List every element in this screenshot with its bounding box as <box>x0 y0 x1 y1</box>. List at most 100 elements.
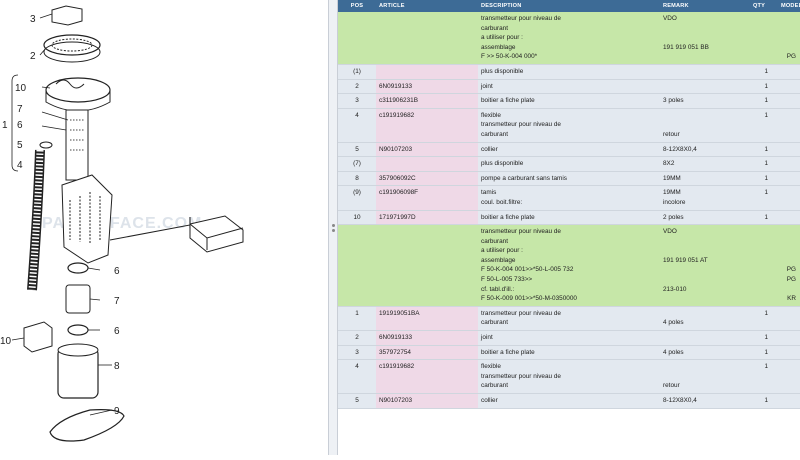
callout-3: 3 <box>30 14 36 25</box>
cell-description: joint <box>478 330 660 346</box>
header-qty[interactable]: QTY <box>750 0 778 12</box>
callout-6-lower: 6 <box>114 326 120 337</box>
part-5-clamp[interactable] <box>39 141 53 149</box>
cell-model <box>778 210 800 226</box>
cell-article[interactable]: 357972754 <box>376 345 478 361</box>
cell-model <box>778 359 800 394</box>
table-group-row[interactable]: transmetteur pour niveau de carburant a … <box>338 224 800 307</box>
cell-pos: 1 <box>338 306 376 332</box>
part-3-plug[interactable] <box>51 5 83 26</box>
cell-article[interactable]: c311906231B <box>376 93 478 109</box>
cell-model <box>778 306 800 332</box>
callout-10: 10 <box>15 83 27 94</box>
cell-qty: 1 <box>750 93 778 109</box>
cell-article[interactable]: 357906092C <box>376 171 478 187</box>
cell-remark: 8-12X8X0,4 <box>660 393 750 409</box>
cell-pos: 5 <box>338 393 376 409</box>
cell-pos: 8 <box>338 171 376 187</box>
cell-model <box>778 185 800 211</box>
cell-remark: 8-12X8X0,4 <box>660 142 750 158</box>
cell-description: flexible transmetteur pour niveau de car… <box>478 359 660 394</box>
cell-article <box>376 12 478 65</box>
cell-description: flexible transmetteur pour niveau de car… <box>478 108 660 143</box>
exploded-view-drawing: PARTS4FACE.COM <box>0 5 244 442</box>
cell-remark: VDO 191 919 051 BB <box>660 12 750 65</box>
cell-description: boitier a fiche plate <box>478 210 660 226</box>
part-10-connector[interactable] <box>23 321 53 353</box>
cell-description: transmetteur pour niveau de carburant a … <box>478 224 660 307</box>
cell-description: collier <box>478 393 660 409</box>
header-article[interactable]: ARTICLE <box>376 0 478 12</box>
cell-pos: 4 <box>338 359 376 394</box>
cell-pos: 3 <box>338 345 376 361</box>
part-7-pump-connector[interactable] <box>65 284 91 314</box>
cell-article[interactable]: 191919051BA <box>376 306 478 332</box>
part-10-flange[interactable] <box>45 77 111 103</box>
cell-remark: VDO 191 919 051 AT 213-010 <box>660 224 750 307</box>
cell-pos: 3 <box>338 93 376 109</box>
cell-article[interactable]: 171971997D <box>376 210 478 226</box>
cell-remark: 19MM incolore <box>660 185 750 211</box>
part-2-gasket[interactable] <box>43 34 101 56</box>
cell-model <box>778 93 800 109</box>
cell-description: collier <box>478 142 660 158</box>
callout-8: 8 <box>114 361 120 372</box>
cell-article[interactable]: c191919682 <box>376 359 478 394</box>
cell-qty: 1 <box>750 108 778 143</box>
cell-remark: 2 poles <box>660 210 750 226</box>
callout-10-lower: 10 <box>0 336 12 347</box>
cell-remark <box>660 64 750 80</box>
cell-article[interactable]: c191919682 <box>376 108 478 143</box>
header-pos[interactable]: POS <box>338 0 376 12</box>
callout-5: 5 <box>17 140 23 151</box>
header-remark[interactable]: REMARK <box>660 0 750 12</box>
cell-model: PG PG KR <box>778 224 800 307</box>
cell-model <box>778 79 800 95</box>
pane-splitter[interactable] <box>328 0 338 455</box>
cell-article[interactable]: 6N0919133 <box>376 330 478 346</box>
header-description[interactable]: DESCRIPTION <box>478 0 660 12</box>
cell-description: transmetteur pour niveau de carburant <box>478 306 660 332</box>
cell-qty: 1 <box>750 156 778 172</box>
cell-article[interactable]: c191906098F <box>376 185 478 211</box>
cell-model: PG <box>778 12 800 65</box>
cell-qty: 1 <box>750 142 778 158</box>
part-6-ring-upper[interactable] <box>67 262 89 274</box>
header-model[interactable]: MODEL <box>778 0 800 12</box>
part-6-ring-lower[interactable] <box>67 324 89 336</box>
cell-description: transmetteur pour niveau de carburant a … <box>478 12 660 65</box>
cell-qty: 1 <box>750 185 778 211</box>
cell-remark: 4 poles <box>660 345 750 361</box>
cell-pos: 10 <box>338 210 376 226</box>
cell-model <box>778 393 800 409</box>
cell-qty: 1 <box>750 171 778 187</box>
parts-table-pane: POS ARTICLE DESCRIPTION REMARK QTY MODEL… <box>338 0 800 455</box>
cell-model <box>778 330 800 346</box>
cell-remark: 19MM <box>660 171 750 187</box>
cell-qty: 1 <box>750 359 778 394</box>
cell-description: tamis coul. boit.filtre: <box>478 185 660 211</box>
cell-pos: (1) <box>338 64 376 80</box>
callout-4: 4 <box>17 160 23 171</box>
cell-article[interactable]: N90107203 <box>376 142 478 158</box>
cell-article[interactable]: N90107203 <box>376 393 478 409</box>
cell-pos: 5 <box>338 142 376 158</box>
cell-article[interactable]: 6N0919133 <box>376 79 478 95</box>
part-9-strainer[interactable] <box>49 409 125 442</box>
table-group-row[interactable]: transmetteur pour niveau de carburant a … <box>338 12 800 65</box>
float[interactable] <box>189 215 244 253</box>
